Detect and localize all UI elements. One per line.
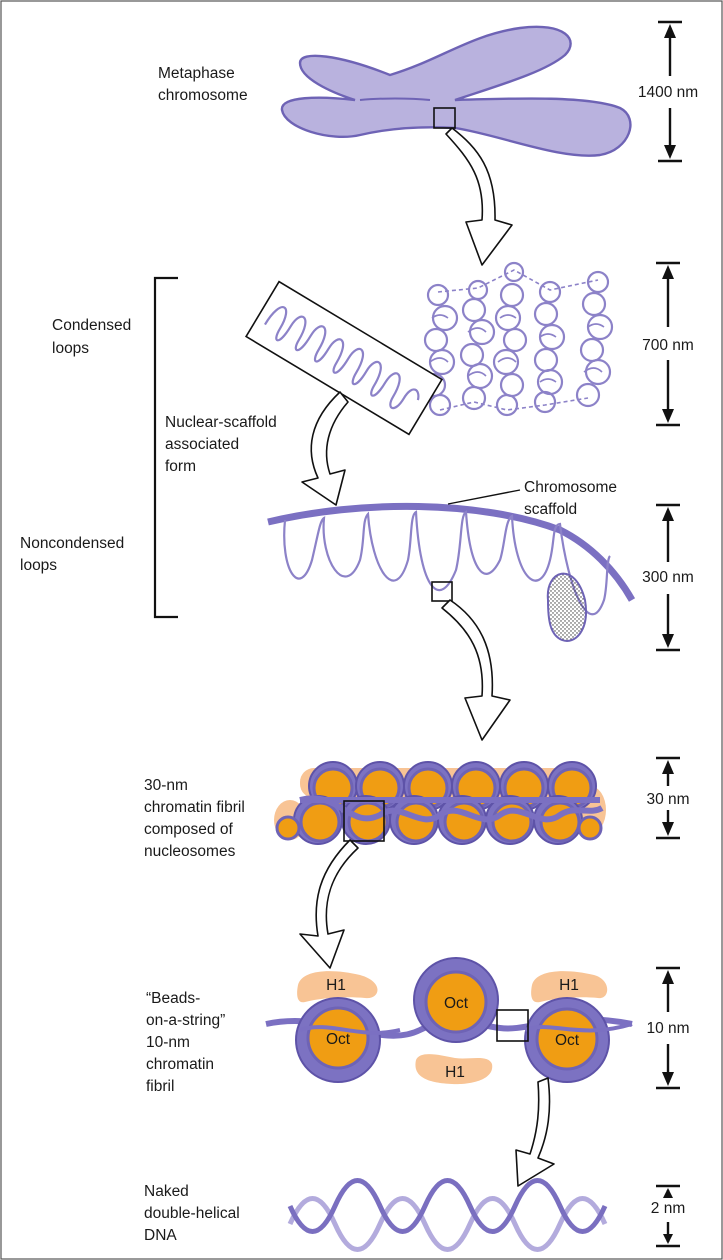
oct-label-middle: Oct (444, 995, 469, 1012)
scale-label-30: 30 nm (646, 791, 689, 808)
scale-label-300: 300 nm (642, 569, 694, 586)
h1-label-right: H1 (559, 977, 579, 994)
scale-bar-1400nm: 1400 nm (638, 20, 698, 163)
h1-label-bottom: H1 (445, 1064, 465, 1081)
zoom-arrow-5 (515, 1077, 555, 1187)
beads-zoom-box (496, 1009, 529, 1042)
condensed-loops-bracket (153, 276, 178, 619)
scale-label-700: 700 nm (642, 337, 694, 354)
scale-label-1400: 1400 nm (638, 84, 698, 101)
oct-label-left: Oct (326, 1031, 351, 1048)
fibril30-zoom-box (343, 800, 385, 842)
h1-left-shape (297, 971, 378, 1003)
chromosome-scaffold-label: Chromosome scaffold (524, 479, 621, 518)
scale-label-2: 2 nm (651, 1200, 685, 1217)
scale-label-10: 10 nm (646, 1020, 689, 1037)
naked-dna-label: Naked double-helical DNA (144, 1183, 244, 1244)
zoom-arrow-1 (445, 127, 513, 266)
naked-dna-helix (287, 1178, 608, 1252)
h1-bottom-shape (415, 1054, 493, 1085)
scale-bar-300nm: 300 nm (642, 503, 694, 652)
noncondensed-loops-label: Noncondensed loops (20, 535, 129, 574)
h1-right-shape (531, 971, 608, 1003)
zoom-arrow-3 (441, 599, 511, 741)
scale-bar-2nm: 2 nm (651, 1184, 685, 1248)
zoom-arrow-2 (301, 391, 349, 506)
chromosome-scaffold (267, 489, 636, 642)
zoom-arrow-4 (299, 839, 359, 969)
scale-bar-700nm: 700 nm (642, 261, 694, 427)
metaphase-chromosome (280, 25, 632, 157)
octamer-middle (424, 970, 488, 1034)
oct-label-right: Oct (555, 1032, 580, 1049)
nuclear-scaffold-label: Nuclear-scaffold associated form (165, 414, 281, 475)
octamer-left (306, 1006, 370, 1070)
metaphase-label: Metaphase chromosome (158, 65, 248, 104)
fibril30-label: 30-nm chromatin fibril composed of nucle… (144, 777, 249, 860)
condensed-loops-cluster (421, 261, 614, 417)
beads-on-a-string: Oct Oct Oct H1 H1 H1 (265, 957, 633, 1085)
scale-bar-30nm: 30 nm (646, 756, 690, 840)
scaffold-zoom-box (431, 581, 453, 602)
scale-bar-10nm: 10 nm (646, 966, 690, 1090)
beads-label: “Beads- on-a-string” 10-nm chromatin fib… (146, 990, 230, 1095)
nuclear-scaffold-box (244, 280, 444, 436)
condensed-loops-label: Condensed loops (52, 317, 136, 357)
h1-label-left: H1 (326, 977, 346, 994)
fibril-30nm (274, 761, 606, 845)
metaphase-zoom-box (433, 107, 456, 129)
octamer-right (535, 1007, 599, 1071)
